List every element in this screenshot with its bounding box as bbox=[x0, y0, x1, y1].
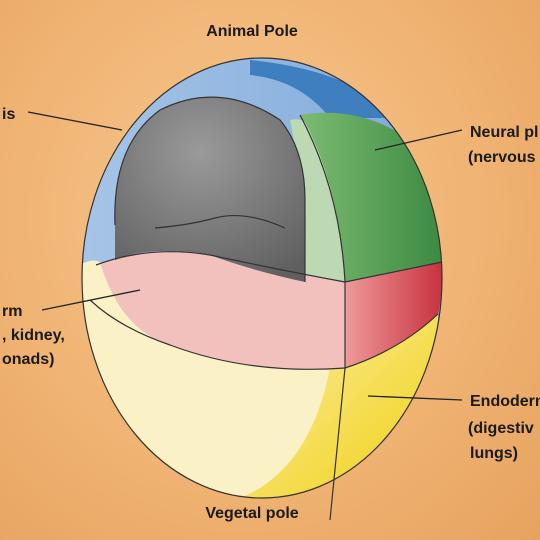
label-mesoderm-line2: , kidney, bbox=[2, 327, 65, 344]
leader-endoderm bbox=[367, 395, 463, 401]
leader-mesoderm bbox=[41, 289, 141, 311]
label-endoderm-line2: (digestiv bbox=[468, 420, 534, 437]
ectoderm-outer-band bbox=[250, 60, 400, 118]
section-edges bbox=[81, 57, 443, 521]
label-neural-line1: Neural pl bbox=[470, 124, 538, 141]
label-endoderm-line1: Endoderm bbox=[470, 393, 540, 410]
mesoderm-region bbox=[90, 251, 345, 370]
cavity-floor-line bbox=[154, 214, 286, 229]
label-mesoderm-line1: rm bbox=[2, 303, 22, 320]
mesoderm-outer-region bbox=[345, 262, 442, 368]
label-vegetal-pole: Vegetal pole bbox=[205, 505, 298, 522]
leader-ectoderm bbox=[27, 111, 123, 131]
label-mesoderm-line3: onads) bbox=[2, 351, 54, 368]
label-ectoderm: is bbox=[2, 106, 15, 123]
leader-lines bbox=[27, 111, 463, 401]
label-animal-pole: Animal Pole bbox=[206, 23, 298, 40]
label-endoderm-line3: lungs) bbox=[470, 445, 518, 462]
blastocoel-cavity bbox=[114, 97, 305, 282]
neural-plate-inner-band bbox=[290, 119, 345, 282]
label-neural-line2: (nervous bbox=[468, 149, 536, 166]
neural-plate-region bbox=[300, 112, 442, 283]
embryo-sphere bbox=[82, 58, 442, 498]
leader-neural bbox=[374, 129, 463, 151]
